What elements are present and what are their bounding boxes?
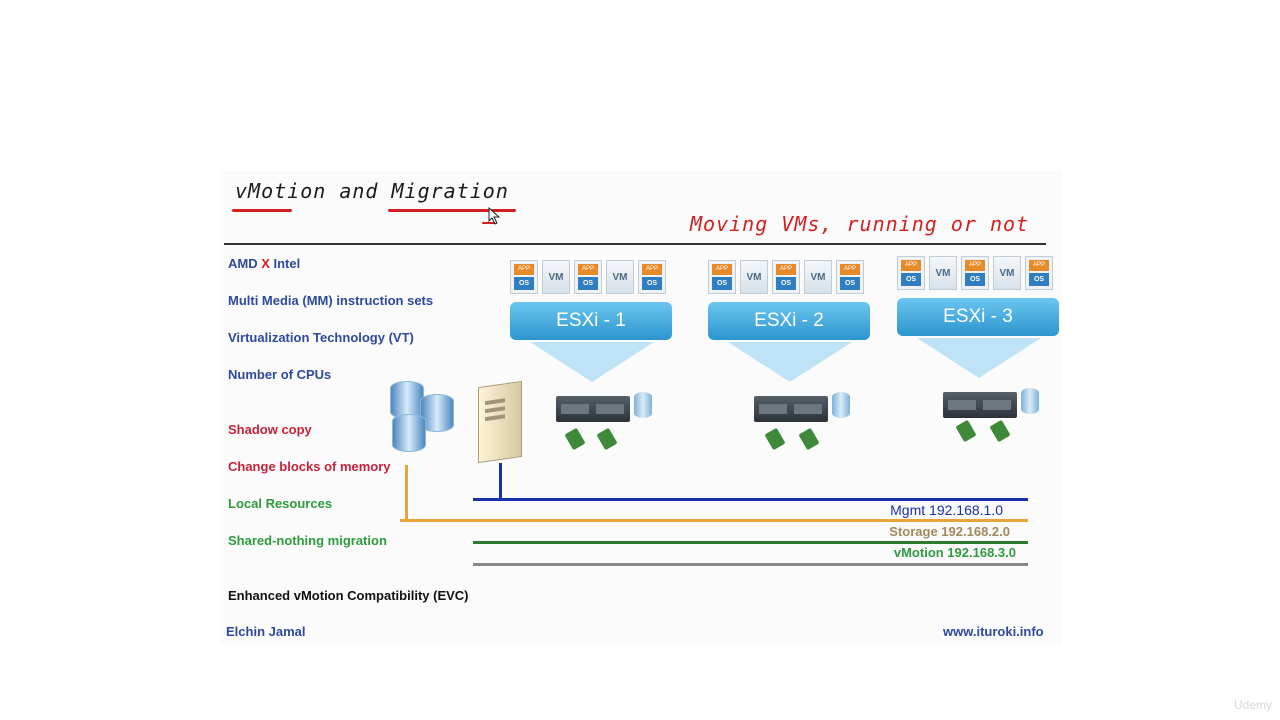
vm-icon: VM	[993, 256, 1021, 290]
nic-icon	[798, 427, 820, 451]
rack-server-icon	[556, 396, 630, 422]
disk-icon	[1021, 388, 1039, 414]
mgmt-network-label: Mgmt 192.168.1.0	[890, 502, 1003, 518]
storage-network-line	[400, 519, 1028, 522]
list-item: Shadow copy	[228, 422, 312, 437]
esxi-label: ESXi - 1	[510, 302, 672, 340]
list-item: Enhanced vMotion Compatibility (EVC)	[228, 588, 469, 603]
list-item: Virtualization Technology (VT)	[228, 330, 414, 345]
vm-icon: VM	[740, 260, 768, 294]
slide-title: vMotion and Migration	[235, 179, 509, 203]
esxi-label: ESXi - 3	[897, 298, 1059, 336]
website-link[interactable]: www.ituroki.info	[943, 624, 1044, 639]
vmotion-network-line	[473, 541, 1028, 544]
nic-icon	[989, 419, 1011, 443]
list-item: Number of CPUs	[228, 367, 332, 382]
list-item: Local Resources	[228, 496, 333, 511]
nic-icon	[955, 419, 977, 443]
mgmt-uplink	[499, 463, 502, 499]
slide: vMotion and Migration Moving VMs, runnin…	[220, 170, 1062, 645]
title-underline	[232, 209, 292, 212]
vm-icon: VM	[804, 260, 832, 294]
nic-icon	[764, 427, 786, 451]
vmotion-network-label: vMotion 192.168.3.0	[893, 545, 1016, 560]
rack-server-icon	[754, 396, 828, 422]
rack-server-icon	[943, 392, 1017, 418]
list-item: Shared-nothing migration	[228, 533, 387, 548]
udemy-watermark: Udemy	[1233, 698, 1272, 712]
host-arrow	[728, 342, 852, 382]
storage-network-label: Storage 192.168.2.0	[889, 524, 1010, 539]
vm-icon: VM	[606, 260, 634, 294]
mgmt-network-line	[473, 498, 1028, 501]
list-item: Change blocks of memory	[228, 459, 391, 474]
title-underline	[388, 209, 516, 212]
divider	[224, 243, 1046, 245]
pen-mark	[482, 222, 496, 224]
list-item: AMD X Intel	[228, 256, 301, 271]
vm-icon: VM	[542, 260, 570, 294]
esxi-label: ESXi - 2	[708, 302, 870, 340]
host-arrow	[530, 342, 654, 382]
host-arrow	[917, 338, 1041, 378]
network-line	[473, 563, 1028, 566]
disk-icon	[634, 392, 652, 418]
pen-cursor-icon	[488, 207, 501, 225]
vm-icon: VM	[929, 256, 957, 290]
nic-icon	[564, 427, 586, 451]
author-name: Elchin Jamal	[226, 624, 306, 639]
slide-subtitle: Moving VMs, running or not	[690, 212, 1030, 236]
storage-uplink	[405, 465, 408, 520]
list-item: Multi Media (MM) instruction sets	[228, 293, 434, 308]
nic-icon	[596, 427, 618, 451]
disk-icon	[832, 392, 850, 418]
